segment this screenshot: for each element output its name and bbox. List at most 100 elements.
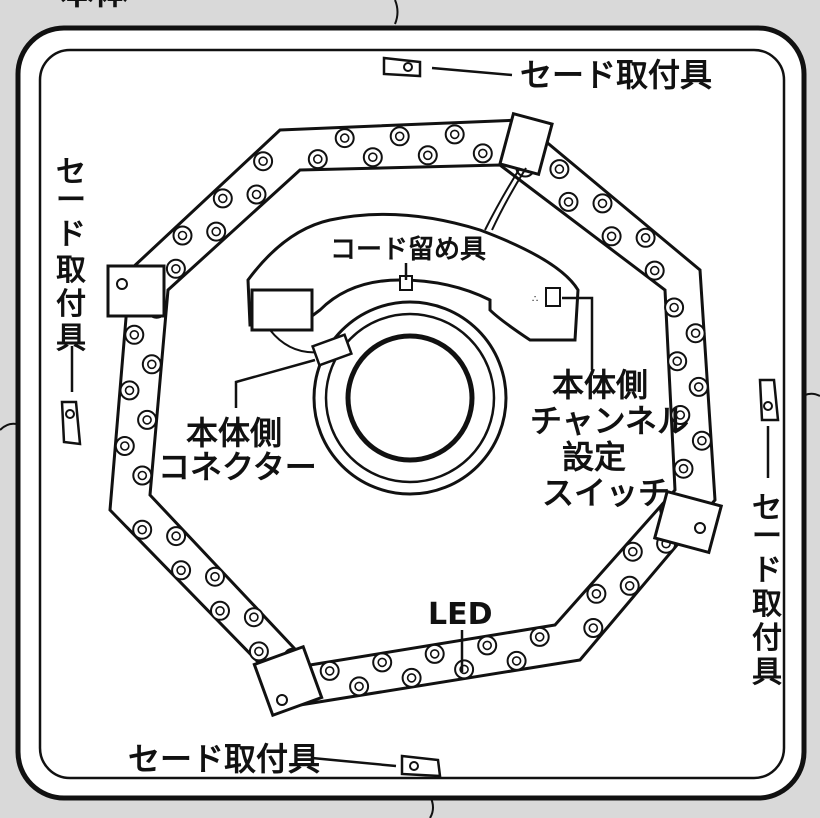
led-chip-center [176, 565, 186, 576]
led-chip-center [406, 673, 417, 683]
led-chip-center [591, 588, 602, 599]
inner-frame [38, 48, 786, 780]
switch-dots: ∴ [532, 294, 538, 305]
label-channel-switch-4: スイッチ [542, 474, 670, 512]
led-chip-center [137, 524, 147, 535]
led-chip [667, 351, 688, 372]
led-chip [592, 193, 613, 214]
led-chip-center [171, 263, 181, 274]
led-chip [205, 566, 225, 587]
led-chip [137, 409, 158, 430]
led-chip-center [124, 385, 135, 396]
led-chip [472, 143, 493, 164]
led-chip-center [477, 148, 488, 159]
ring-clip-right [652, 489, 724, 555]
led-chip-center [482, 640, 493, 651]
led-chip [454, 659, 475, 680]
led-chip-center [697, 435, 707, 446]
led-chip-center [394, 131, 405, 142]
label-channel-switch-2: チャンネル [530, 402, 689, 440]
led-chip-center [147, 359, 157, 370]
led-chip [558, 191, 579, 212]
led-chip [246, 184, 267, 205]
led-chip [622, 541, 643, 562]
led-chip [212, 188, 233, 209]
shade-mount-left [60, 346, 82, 446]
led-chip-center [218, 193, 228, 204]
led-chip-center [137, 470, 148, 481]
led-chip [166, 526, 187, 547]
led-chip [685, 323, 706, 344]
led-chip [583, 618, 604, 638]
led-chip [210, 600, 230, 621]
header-title-fragment: 本体 [60, 0, 128, 13]
led-chip-center [640, 233, 651, 243]
led-chip [506, 650, 527, 671]
center-ring-mid [324, 312, 496, 484]
led-chip-center [354, 681, 364, 692]
led-chip [673, 458, 694, 479]
led-chip [444, 124, 465, 145]
led-chip [688, 376, 709, 397]
led-chip-center [606, 231, 617, 242]
top-wire [394, 0, 399, 25]
label-shade-mount-right: セ ー ド 取 付 具 [752, 491, 792, 690]
led-chip [307, 149, 328, 170]
led-chip [644, 260, 665, 281]
led-chip [132, 465, 153, 486]
led-chip-center [211, 226, 221, 237]
led-chip [424, 643, 445, 664]
led-chip [670, 405, 691, 425]
led-chip-center [258, 156, 268, 166]
led-chip [529, 626, 550, 647]
led-chip-center [534, 632, 545, 642]
led-chip-center [429, 649, 440, 659]
led-ring-board [108, 118, 717, 707]
led-chip [172, 225, 193, 246]
led-chip [691, 430, 712, 451]
led-chip-center [588, 623, 599, 633]
led-chip-center [627, 546, 638, 557]
led-chip-center [624, 580, 635, 591]
ring-clip-left [106, 264, 166, 318]
led-chip-center [171, 531, 181, 541]
led-chip [417, 145, 438, 166]
led-chip-center [129, 329, 140, 340]
led-chip [248, 641, 269, 662]
led-chip [206, 221, 227, 242]
led-chip-center [511, 656, 522, 666]
led-chip-center [120, 441, 130, 451]
board-connector-block [250, 288, 314, 332]
connector-leader [234, 358, 316, 408]
led-chip [586, 583, 607, 604]
label-shade-mount-top: セード取付具 [520, 56, 712, 94]
label-body-connector-1: 本体側 [186, 414, 282, 452]
led-chip-center [669, 302, 679, 313]
led-chip-center [459, 664, 469, 675]
led-chip [165, 258, 186, 279]
led-chip-center [675, 410, 686, 420]
led-chip [253, 151, 274, 172]
led-chip [349, 676, 370, 697]
label-channel-switch-1: 本体側 [552, 366, 648, 404]
led-chip-center [254, 646, 264, 657]
shade-mount-right [758, 378, 780, 478]
led-chip [171, 560, 192, 581]
led-chip [389, 126, 410, 147]
led-array [114, 124, 712, 697]
led-chip [477, 635, 498, 656]
led-chip-center [177, 230, 188, 241]
led-chip [664, 297, 685, 318]
label-shade-mount-left: セ ー ド 取 付 具 [56, 155, 96, 356]
led-chip-center [422, 150, 433, 161]
led-chip-center [377, 657, 388, 668]
led-chip [334, 128, 355, 149]
led-chip-center [690, 328, 701, 339]
ring-clip-bottom [252, 644, 324, 718]
led-chip-center [324, 666, 335, 676]
ring-cable-2 [491, 167, 527, 231]
led-chip-center [142, 415, 152, 425]
led-chip-center [339, 133, 350, 143]
